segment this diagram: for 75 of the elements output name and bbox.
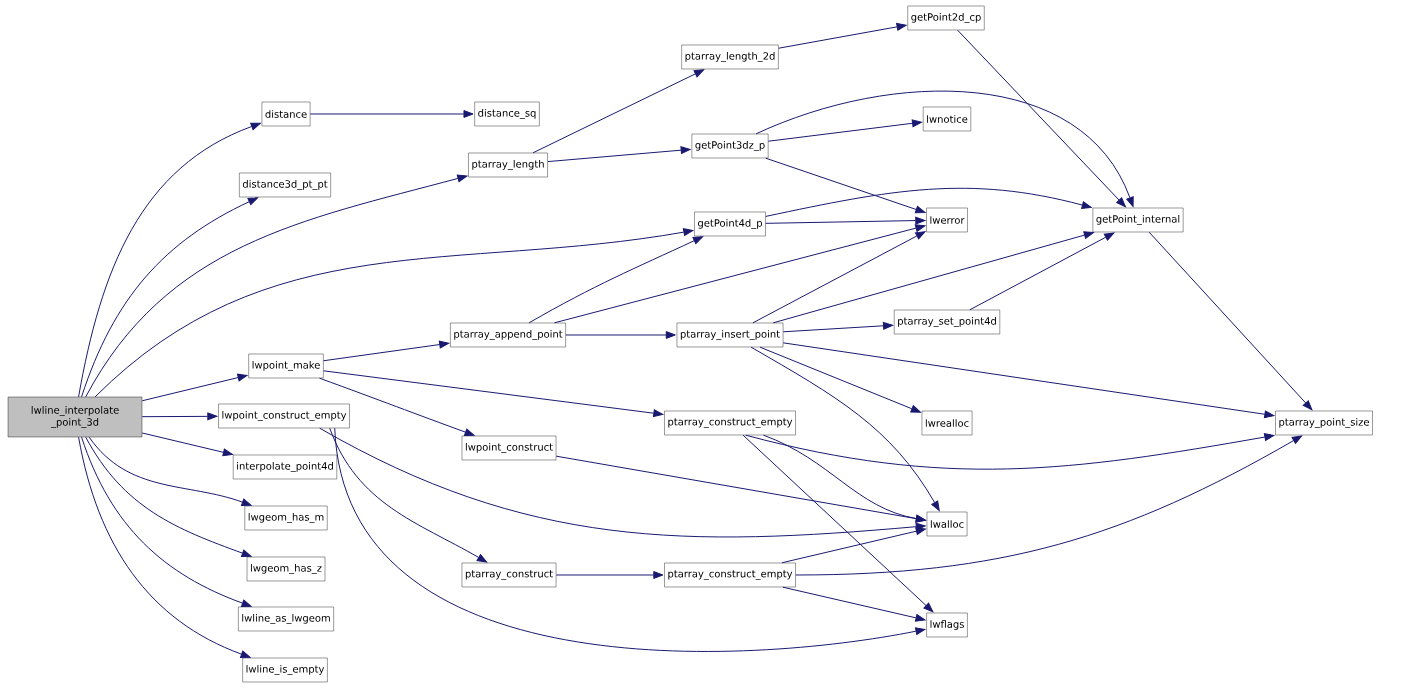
function-box: ptarray_set_point4d bbox=[894, 309, 1001, 335]
function-box: ptarray_length bbox=[468, 152, 548, 178]
arrow bbox=[547, 146, 691, 163]
arrow bbox=[88, 436, 252, 506]
function-box: distance_sq bbox=[474, 101, 540, 127]
arrow bbox=[765, 187, 1092, 217]
function-box: lwerror bbox=[926, 207, 968, 233]
function-box: lwpoint_construct bbox=[461, 435, 557, 461]
arrow bbox=[781, 527, 926, 564]
arrow bbox=[309, 110, 474, 118]
arrow bbox=[782, 342, 1275, 419]
arrow bbox=[141, 432, 233, 457]
arrow bbox=[94, 228, 694, 398]
function-box: getPoint_internal bbox=[1092, 207, 1184, 233]
function-box: lwgeom_has_z bbox=[246, 556, 326, 582]
function-box: lwline_interpolate _point_3d bbox=[7, 396, 143, 438]
arrow bbox=[782, 586, 926, 622]
arrow bbox=[323, 370, 664, 418]
arrow bbox=[969, 232, 1115, 311]
function-box: distance3d_pt_pt bbox=[239, 172, 331, 198]
function-box: getPoint2d_cp bbox=[907, 5, 985, 31]
function-box: ptarray_append_point bbox=[450, 322, 566, 348]
arrow bbox=[759, 346, 921, 413]
function-box: lwgeom_has_m bbox=[244, 505, 328, 531]
arrow bbox=[765, 216, 926, 225]
arrow bbox=[81, 436, 252, 607]
arrow bbox=[742, 434, 934, 613]
function-box: interpolate_point4d bbox=[233, 454, 337, 480]
arrow bbox=[532, 69, 705, 154]
function-box: distance bbox=[261, 101, 311, 127]
arrow bbox=[528, 236, 704, 324]
arrow bbox=[319, 427, 926, 538]
function-box: lwrealloc bbox=[921, 410, 973, 436]
arrow bbox=[782, 321, 894, 333]
arrow bbox=[957, 29, 1126, 208]
function-box: lwline_as_lwgeom bbox=[238, 606, 334, 632]
arrow bbox=[767, 119, 923, 142]
arrow bbox=[85, 174, 468, 398]
function-box: ptarray_insert_point bbox=[676, 322, 784, 348]
arrow bbox=[755, 90, 1134, 207]
function-box: lwflags bbox=[926, 612, 968, 638]
arrow bbox=[763, 434, 926, 523]
function-box: ptarray_construct_empty bbox=[664, 410, 796, 436]
arrow bbox=[319, 377, 475, 436]
arrow bbox=[141, 373, 248, 402]
arrow bbox=[772, 231, 1094, 324]
function-box: ptarray_length_2d bbox=[681, 44, 779, 70]
function-box: lwline_is_empty bbox=[242, 657, 328, 683]
function-box: ptarray_point_size bbox=[1275, 410, 1373, 436]
arrow bbox=[765, 157, 926, 214]
arrow bbox=[554, 224, 926, 324]
arrow bbox=[750, 346, 940, 512]
function-box: getPoint3dz_p bbox=[691, 133, 769, 159]
arrow bbox=[81, 197, 259, 398]
arrow bbox=[323, 340, 450, 362]
arrow bbox=[555, 571, 664, 579]
arrow bbox=[752, 231, 926, 324]
arrow bbox=[85, 436, 252, 557]
function-box: ptarray_construct_empty bbox=[664, 562, 796, 588]
function-box: ptarray_construct bbox=[461, 562, 557, 588]
arrow bbox=[795, 435, 1303, 576]
arrow bbox=[1148, 231, 1313, 411]
arrow bbox=[141, 412, 218, 421]
arrow bbox=[78, 122, 261, 398]
arrow bbox=[778, 22, 907, 49]
arrow bbox=[329, 427, 488, 563]
function-box: lwnotice bbox=[923, 106, 971, 132]
arrow bbox=[334, 427, 926, 652]
function-box: lwalloc bbox=[926, 511, 968, 537]
function-box: lwpoint_make bbox=[248, 353, 324, 379]
arrow bbox=[745, 433, 1275, 470]
arrow bbox=[565, 331, 676, 339]
function-box: lwpoint_construct_empty bbox=[218, 403, 350, 429]
function-box: getPoint4d_p bbox=[694, 211, 766, 237]
arrow bbox=[78, 436, 251, 658]
